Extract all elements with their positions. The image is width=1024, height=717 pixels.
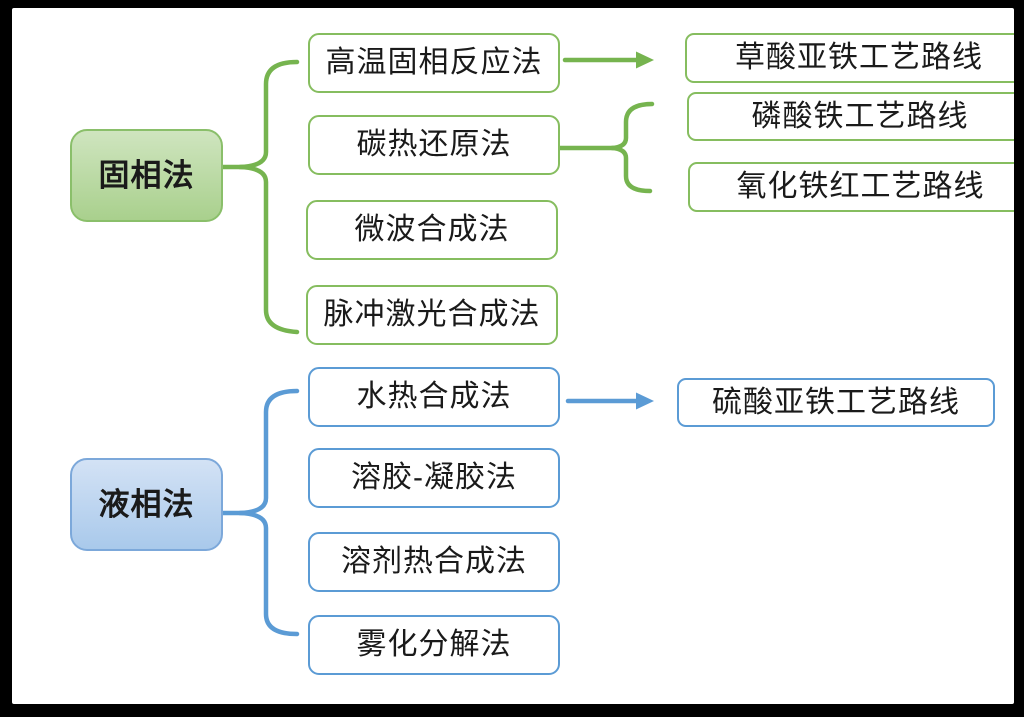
method-node-high-temp-solid-state: 高温固相反应法 bbox=[308, 33, 560, 93]
route-node-iron-oxide-red: 氧化铁红工艺路线 bbox=[688, 162, 1014, 212]
high-temp-arrow-head-icon bbox=[636, 51, 654, 69]
method-node-pulsed-laser-synthesis: 脉冲激光合成法 bbox=[306, 285, 558, 345]
method-node-carbothermal-reduction: 碳热还原法 bbox=[308, 115, 560, 175]
method-node-hydrothermal-synthesis: 水热合成法 bbox=[308, 367, 560, 427]
method-node-solvothermal-synthesis: 溶剂热合成法 bbox=[308, 532, 560, 592]
route-node-iron-phosphate: 磷酸铁工艺路线 bbox=[687, 92, 1014, 141]
solid-group-brace-connector bbox=[237, 59, 300, 335]
hydrothermal-arrow-head-icon bbox=[636, 392, 654, 410]
route-node-ferrous-sulfate: 硫酸亚铁工艺路线 bbox=[677, 378, 995, 427]
liquid-phase-parent-node: 液相法 bbox=[70, 458, 223, 551]
method-node-sol-gel: 溶胶-凝胶法 bbox=[308, 448, 560, 508]
liquid-group-brace-connector bbox=[237, 388, 300, 637]
route-node-ferrous-oxalate: 草酸亚铁工艺路线 bbox=[685, 33, 1014, 83]
method-node-microwave-synthesis: 微波合成法 bbox=[306, 200, 558, 260]
solid-phase-parent-node: 固相法 bbox=[70, 129, 223, 222]
diagram-canvas: 固相法 高温固相反应法 碳热还原法 微波合成法 脉冲激光合成法 草酸亚铁工艺路线… bbox=[12, 8, 1014, 704]
carbothermal-brace-connector bbox=[609, 101, 655, 194]
method-node-atomization-decomposition: 雾化分解法 bbox=[308, 615, 560, 675]
